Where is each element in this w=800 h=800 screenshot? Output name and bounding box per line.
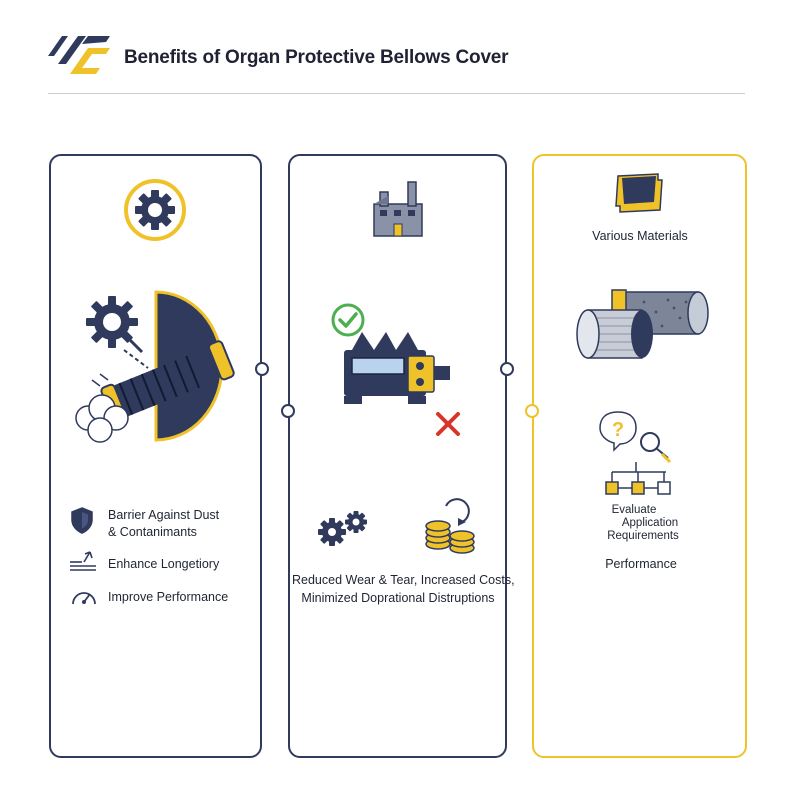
gauge-icon <box>72 592 96 605</box>
coins-icon <box>425 498 475 554</box>
machine-icon <box>331 303 460 436</box>
panel-cost-savings <box>288 154 507 758</box>
benefit-dust-line1: Barrier Against Dust <box>108 508 220 522</box>
panel-selection <box>532 154 747 758</box>
evaluate-line3: Requirements <box>607 530 679 542</box>
shield-icon <box>71 507 93 534</box>
header-divider <box>48 93 745 94</box>
gear-badge-icon <box>124 179 186 241</box>
connector-dot <box>500 362 514 376</box>
evaluate-line2: Application <box>621 517 679 529</box>
materials-label: Various Materials <box>592 229 688 243</box>
benefit-longevity: Enhance Longetiory <box>108 557 220 571</box>
header: Benefits of Organ Protective Bellows Cov… <box>48 36 748 92</box>
material-rolls-icon <box>576 289 709 359</box>
cost-benefits-line1: Reduced Wear & Tear, Increased Costs, <box>292 573 515 587</box>
connector-dot <box>255 362 269 376</box>
connector-dot <box>525 404 539 418</box>
performance-label: Performance <box>605 557 677 571</box>
cost-benefits-line2: Minimized Doprational Distruptions <box>301 591 495 605</box>
connector-dot <box>281 404 295 418</box>
page-title: Benefits of Organ Protective Bellows Cov… <box>124 47 509 68</box>
benefit-performance: Improve Performance <box>108 590 229 604</box>
panel-protection <box>49 154 262 758</box>
gears-icon <box>318 511 367 546</box>
evaluate-flow-icon: ? <box>599 411 672 495</box>
upward-arrow-icon <box>70 551 96 571</box>
material-swatch-icon <box>615 173 663 213</box>
benefit-dust-line2: & Contanimants <box>108 525 197 539</box>
svg-text:?: ? <box>612 419 624 441</box>
bellows-cover-illustration <box>75 290 235 443</box>
evaluate-line1: Evaluate <box>611 504 657 516</box>
factory-icon <box>373 181 423 237</box>
logo-icon <box>48 36 110 74</box>
